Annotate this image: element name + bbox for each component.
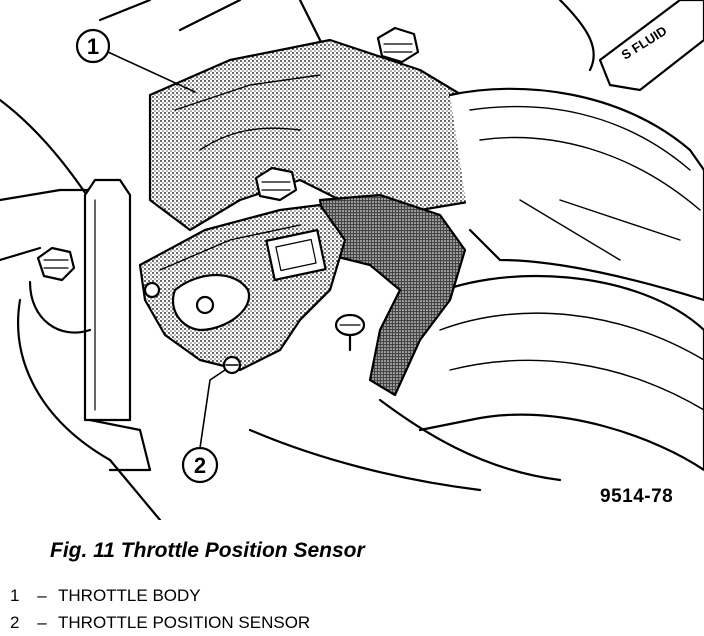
bolt-center bbox=[254, 166, 298, 202]
bolt-left bbox=[28, 246, 92, 334]
legend-item: 1–THROTTLE BODY bbox=[10, 582, 310, 609]
harness-connector bbox=[318, 193, 467, 397]
mounting-post bbox=[83, 178, 132, 422]
callout-2-leader bbox=[199, 369, 226, 449]
air-intake-duct bbox=[448, 87, 704, 302]
legend-label: THROTTLE POSITION SENSOR bbox=[58, 613, 311, 632]
callout-1-circle bbox=[75, 28, 111, 64]
legend: 1–THROTTLE BODY 2–THROTTLE POSITION SENS… bbox=[10, 582, 310, 636]
throttle-body bbox=[148, 38, 502, 232]
callout-1-number: 1 bbox=[87, 34, 99, 59]
figure-code: 9514-78 bbox=[600, 486, 674, 507]
callout-1-leader bbox=[107, 51, 196, 93]
fluid-reservoir bbox=[598, 0, 704, 92]
legend-separator: – bbox=[37, 586, 47, 605]
bolt-sensor-right bbox=[334, 313, 366, 352]
legend-number: 2 bbox=[10, 613, 20, 632]
sensor-screw-upper bbox=[143, 281, 161, 299]
throttle-body-illustration: S FLUID 1 2 bbox=[0, 0, 704, 520]
legend-item: 2–THROTTLE POSITION SENSOR bbox=[10, 609, 310, 636]
legend-separator: – bbox=[37, 613, 47, 632]
callout-2-number: 2 bbox=[194, 453, 206, 478]
figure-caption: Fig. 11 Throttle Position Sensor bbox=[50, 539, 365, 562]
bolt-top bbox=[376, 26, 420, 64]
legend-number: 1 bbox=[10, 586, 20, 605]
legend-label: THROTTLE BODY bbox=[58, 586, 201, 605]
intake-hose bbox=[418, 274, 704, 472]
